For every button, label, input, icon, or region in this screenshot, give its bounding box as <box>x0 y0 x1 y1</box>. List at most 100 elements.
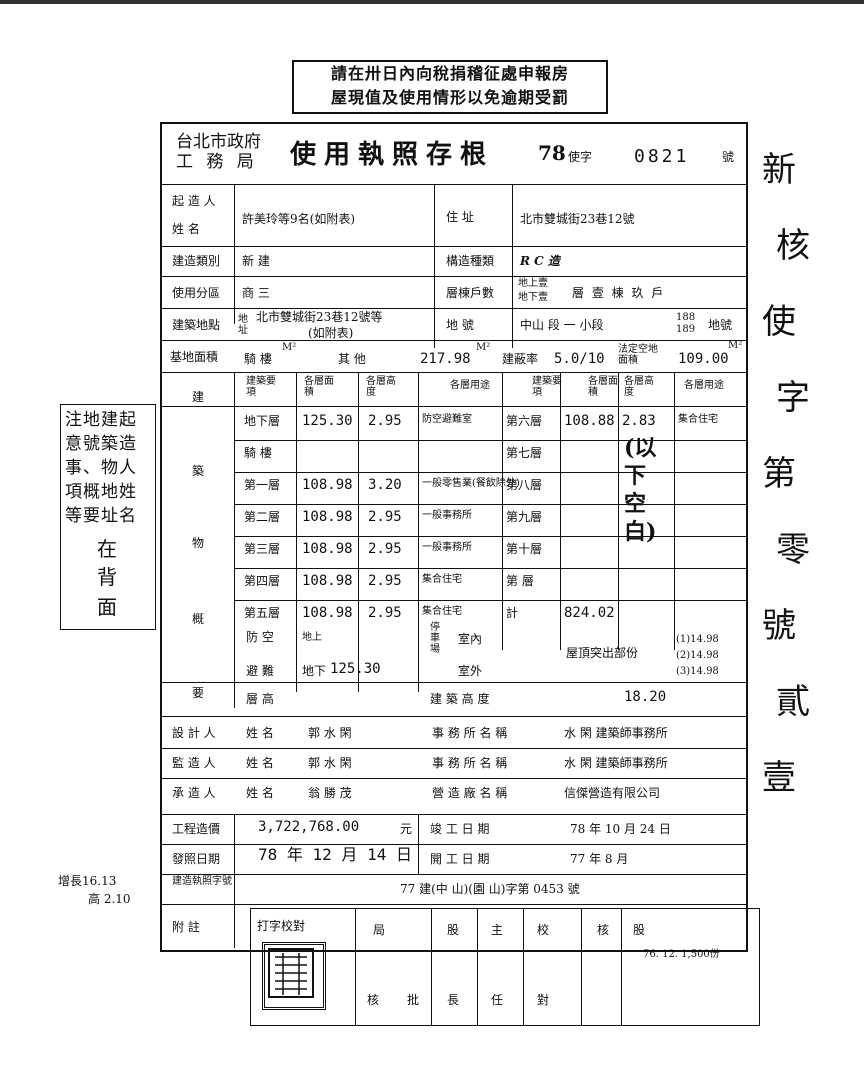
left-floor-use: 一般零售業(餐飲除外) <box>422 478 520 489</box>
left-floor-use: 防空避難室 <box>422 414 472 425</box>
form-year: 78 <box>538 141 566 165</box>
supervisor-role: 監 造 人 <box>172 756 216 770</box>
agency-line-2: 工 務 局 <box>176 152 258 172</box>
builder-label-1: 起 造 人 <box>172 194 216 208</box>
left-floor-area: 108.98 <box>302 541 353 557</box>
top-edge-mark <box>0 0 864 4</box>
arcade-unit: M² <box>282 342 297 353</box>
lot-number-1: 188 <box>676 312 696 323</box>
side-note-line-8: 面 <box>97 595 117 619</box>
roof-value-1: (1)14.98 <box>676 634 719 645</box>
shelter-below-area: 125.30 <box>330 661 381 677</box>
right-floor-area: 108.88 <box>564 413 615 429</box>
units-above: 地上壹 <box>518 278 548 289</box>
left-floor-area: 125.30 <box>302 413 353 429</box>
permit-form: 台北市政府 工 務 局 使用執照存根 78 使字 0821 號 起 造 人 姓 … <box>160 122 748 952</box>
permit-label: 建造執照字號 <box>172 876 232 887</box>
side-note-line-2: 意號築造 <box>65 434 137 454</box>
lot-number-2: 189 <box>676 324 696 335</box>
right-floor-name: 第十層 <box>506 542 543 556</box>
margin-note-1: 增長16.13 <box>58 874 117 888</box>
side-note-line-3: 事、物人 <box>65 458 137 478</box>
designer-name: 郭 水 閑 <box>308 726 352 740</box>
left-floor-area: 108.98 <box>302 509 353 525</box>
units-label: 層棟戶數 <box>446 286 495 300</box>
lot-suffix: 地號 <box>708 318 733 332</box>
shelter-below: 地下 <box>302 664 327 678</box>
section-char-1: 建 <box>192 390 205 404</box>
left-floor-use: 一般事務所 <box>422 510 472 521</box>
left-floor-use: 一般事務所 <box>422 542 472 553</box>
start-date-label: 開 工 日 期 <box>430 852 490 866</box>
left-header-height: 各層高度 <box>366 376 396 398</box>
left-floor-name: 第四層 <box>244 574 281 588</box>
seal-pattern <box>268 948 314 998</box>
permit-value: 77 建(中 山)(園 山)字第 0453 號 <box>400 882 580 896</box>
signoff-col-5: 核 <box>597 923 610 937</box>
right-floor-use: 集合住宅 <box>678 414 718 425</box>
left-floor-height: 2.95 <box>368 573 402 589</box>
notice-box: 請在卅日內向稅捐稽征處申報房 屋現值及使用情形以免逾期受罰 <box>292 60 608 114</box>
parking-label: 停車場 <box>430 622 440 655</box>
structure-value: R C 造 <box>520 254 560 268</box>
right-floor-name: 第 層 <box>506 574 534 588</box>
section-char-5: 要 <box>192 686 205 700</box>
roof-value-3: (3)14.98 <box>676 666 719 677</box>
structure-label: 構造種類 <box>446 254 495 268</box>
supervisor-office: 水 閑 建築師事務所 <box>564 756 668 770</box>
cost-label: 工程造價 <box>172 822 221 836</box>
coverage-value: 5.0/10 <box>554 351 605 367</box>
designer-office: 水 閑 建築師事務所 <box>564 726 668 740</box>
other-label: 其 他 <box>338 352 366 366</box>
parking-outdoor: 室外 <box>458 664 483 678</box>
section-char-2: 築 <box>192 464 205 478</box>
left-floor-name: 地下層 <box>244 414 281 428</box>
right-header-use: 各層用途 <box>684 380 724 391</box>
other-area: 217.98 <box>420 351 471 367</box>
right-floor-name: 第九層 <box>506 510 543 524</box>
right-header-height: 各層高度 <box>624 376 654 398</box>
left-floor-name: 第一層 <box>244 478 281 492</box>
right-header-area: 各層面積 <box>588 376 618 398</box>
done-date-label: 竣 工 日 期 <box>430 822 490 836</box>
issue-date-label: 發照日期 <box>172 852 221 866</box>
roof-value-2: (2)14.98 <box>676 650 719 661</box>
units-detail: 層 壹 棟 玖 戶 <box>572 286 666 300</box>
supervisor-name-label: 姓 名 <box>246 756 274 770</box>
left-floor-name: 第五層 <box>244 606 281 620</box>
contractor-office-label: 營 造 廠 名 稱 <box>432 786 508 800</box>
type-value: 新 建 <box>242 254 270 268</box>
lot-label: 地 號 <box>446 318 474 332</box>
start-date-value: 77 年 8 月 <box>570 852 629 866</box>
site-address-1: 北市雙城街23巷12號等 <box>256 310 383 324</box>
signoff-col-3: 主 <box>491 923 504 937</box>
designer-name-label: 姓 名 <box>246 726 274 740</box>
side-note-line-5: 等要址名 <box>65 506 137 526</box>
right-margin-text: 新核使字第零號貳壹 <box>758 150 838 850</box>
right-header-item: 建築要項 <box>532 376 562 398</box>
right-margin-char: 號 <box>762 606 796 646</box>
proofread-label: 打字校對 <box>257 919 306 933</box>
contractor-name-label: 姓 名 <box>246 786 274 800</box>
left-floor-name: 第三層 <box>244 542 281 556</box>
signoff-col-1: 局 <box>373 923 386 937</box>
right-margin-char: 壹 <box>762 758 796 798</box>
left-floor-area: 108.98 <box>302 477 353 493</box>
right-floor-area: 824.02 <box>564 605 615 621</box>
left-floor-use: 集合住宅 <box>422 606 462 617</box>
signoff-row2-2: 批 <box>407 993 420 1007</box>
cost-value: 3,722,768.00 <box>258 819 360 835</box>
form-number-suffix: 號 <box>722 150 735 164</box>
notes-label: 附 註 <box>172 920 200 934</box>
right-margin-char: 第 <box>762 454 796 494</box>
signoff-col-4: 校 <box>537 923 550 937</box>
roof-label: 屋頂突出部份 <box>566 646 639 660</box>
side-note-line-7: 背 <box>97 565 117 589</box>
right-floor-name: 第七層 <box>506 446 543 460</box>
right-floor-name: 第六層 <box>506 414 543 428</box>
arcade-label: 騎 樓 <box>244 352 272 366</box>
signoff-row2-1: 核 <box>367 993 380 1007</box>
designer-role: 設 計 人 <box>172 726 216 740</box>
issue-date-value: 78 年 12 月 14 日 <box>258 845 412 864</box>
right-floor-height: 2.83 <box>622 413 656 429</box>
